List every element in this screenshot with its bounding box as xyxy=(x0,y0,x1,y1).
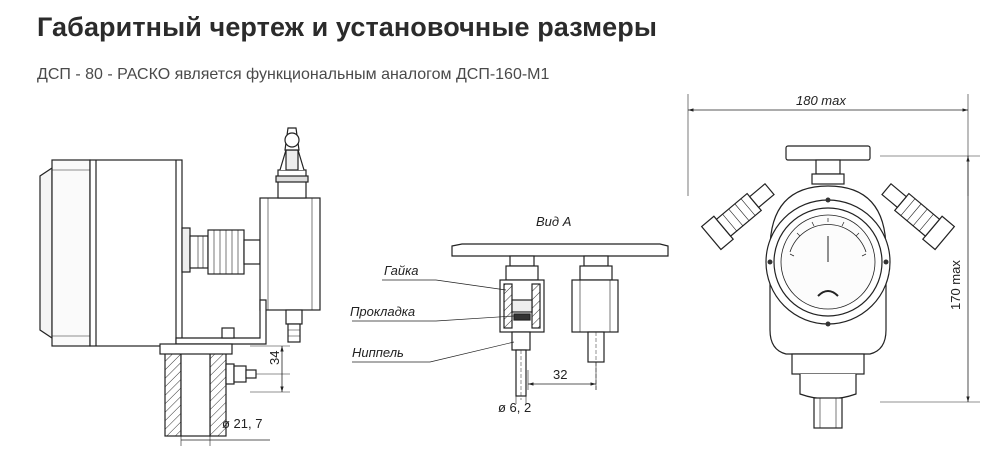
port-spacing-dimension: 32 xyxy=(553,367,567,382)
page-subtitle: ДСП - 80 - РАСКО является функциональным… xyxy=(37,66,550,83)
nipple-callout: Ниппель xyxy=(352,345,404,360)
nut-callout: Гайка xyxy=(384,263,418,278)
gasket-callout: Прокладка xyxy=(350,304,415,319)
side-height-dimension: 34 xyxy=(267,351,282,365)
page-title: Габаритный чертеж и установочные размеры xyxy=(37,12,658,42)
view-a-label: Вид А xyxy=(536,214,571,229)
nipple-diameter-dimension: ø 6, 2 xyxy=(498,400,531,415)
overall-width-dimension: 180 max xyxy=(796,93,846,108)
pipe-diameter-dimension: ø 21, 7 xyxy=(222,416,262,431)
front-view-drawing xyxy=(687,94,980,429)
overall-height-dimension: 170 max xyxy=(948,260,963,310)
view-a-drawing xyxy=(352,243,669,404)
side-view-drawing xyxy=(39,127,321,446)
